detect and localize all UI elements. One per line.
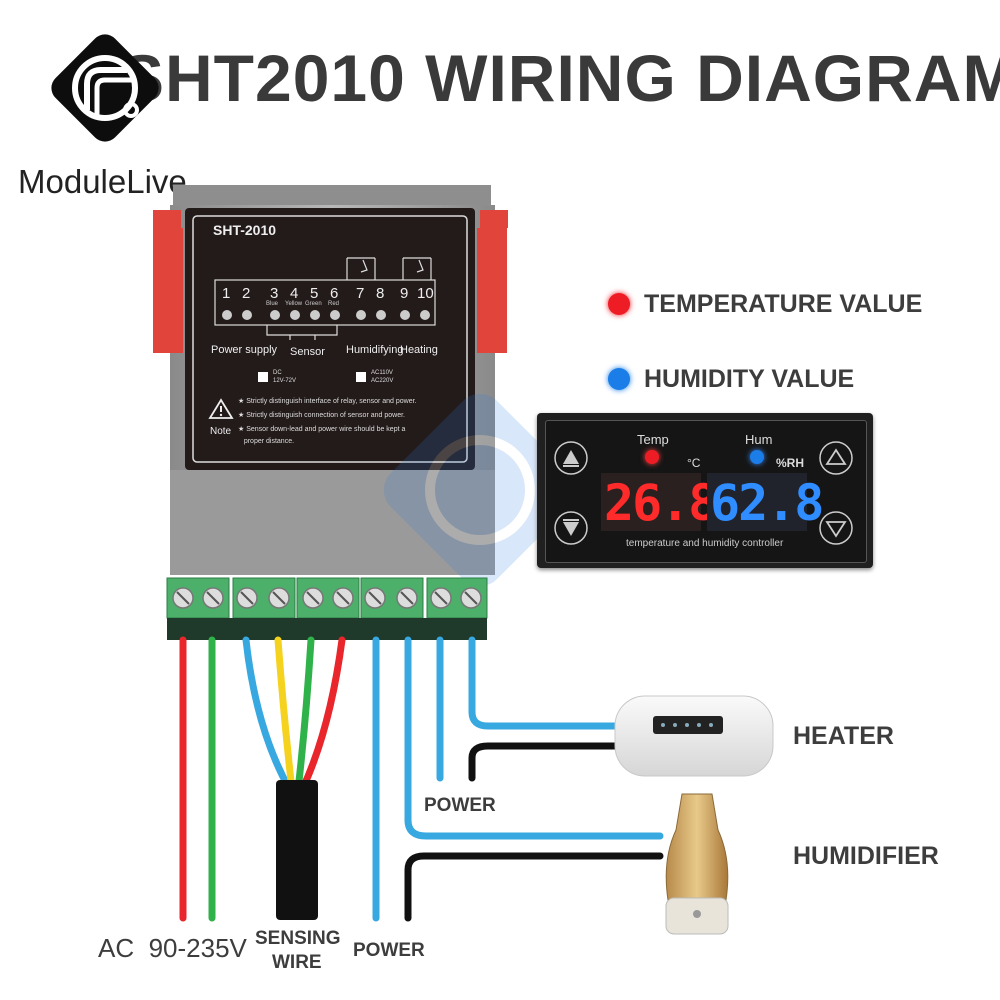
right-clip: [477, 228, 507, 353]
down-button-left[interactable]: [553, 510, 589, 546]
terminal-9: 9: [400, 285, 409, 302]
humidifier-blue-wire: [404, 636, 664, 840]
sensor-green-wire: [294, 636, 315, 794]
watermark-logo-icon: [383, 393, 577, 587]
group-heating: Heating: [400, 344, 438, 356]
wire-color-blue: Blue: [266, 301, 279, 307]
up-button-right[interactable]: [818, 440, 854, 476]
humidifier-image: [665, 793, 729, 935]
terminal-3: 3: [270, 285, 279, 302]
group-humidifying: Humidifying: [346, 344, 404, 356]
terminal-6: 6: [330, 285, 339, 302]
heater-blue-wire: [468, 636, 624, 730]
terminal-block-diagram: [214, 257, 436, 340]
up-button-left[interactable]: [553, 440, 589, 476]
temp-unit: °C: [687, 456, 701, 470]
ac-voltage-label: AC 90-235V: [98, 933, 247, 963]
sensor-yellow-wire: [274, 636, 296, 794]
heater-black-wire: [468, 742, 624, 782]
terminal-10: 10: [417, 285, 434, 302]
terminal-7: 7: [356, 285, 365, 302]
sensor-blue-wire: [242, 636, 294, 794]
terminal-4: 4: [290, 285, 299, 302]
terminal-2: 2: [242, 285, 251, 302]
supply-ac: AC110V AC220V: [371, 370, 394, 384]
wire-color-yellow: Yellow: [285, 301, 303, 307]
humidifier-label: HUMIDIFIER: [793, 842, 939, 870]
left-clip-top: [153, 210, 181, 228]
page-title: SHT2010 WIRING DIAGRAM: [120, 41, 1000, 115]
right-clip-top: [480, 210, 508, 228]
warning-icon: [208, 398, 234, 419]
sensing-cable: [276, 780, 318, 920]
device-model: SHT-2010: [213, 222, 277, 238]
display-caption: temperature and humidity controller: [626, 538, 784, 549]
group-power-supply: Power supply: [211, 344, 278, 356]
group-sensor: Sensor: [290, 346, 325, 358]
supply-dc: DC 12V-72V: [273, 370, 297, 384]
display-face: [545, 420, 867, 563]
sensing-label-line2: WIRE: [272, 952, 322, 973]
temp-indicator: [645, 450, 659, 464]
hum-label: Hum: [745, 432, 773, 447]
hum-unit: %RH: [776, 456, 805, 470]
brand-name-part1: Module: [18, 163, 127, 200]
hum-value: 62.8: [710, 474, 824, 532]
power-mid-label: POWER: [424, 795, 496, 816]
hum-indicator: [750, 450, 764, 464]
temp-value: 26.8: [604, 474, 718, 532]
temp-label: Temp: [637, 432, 669, 447]
temp-legend-label: TEMPERATURE VALUE: [644, 290, 923, 318]
dc-checkbox: [258, 372, 268, 382]
ac-checkbox: [356, 372, 366, 382]
left-clip: [153, 228, 183, 353]
wire-color-red: Red: [328, 301, 340, 307]
hum-segment-display: [707, 473, 807, 531]
brand-logo-icon: [51, 34, 159, 142]
hum-legend-label: HUMIDITY VALUE: [644, 365, 855, 393]
sensor-red-wire: [298, 636, 346, 794]
down-button-right[interactable]: [818, 510, 854, 546]
terminal-5: 5: [310, 285, 319, 302]
sensing-label-line1: SENSING: [255, 928, 341, 949]
note-line-2: ★ Strictly distinguish connection of sen…: [238, 412, 405, 419]
note-line-1: ★ Strictly distinguish interface of rela…: [238, 398, 417, 405]
heater-image: [614, 695, 774, 777]
heater-label: HEATER: [793, 722, 894, 750]
note-label: Note: [210, 426, 232, 437]
brand-name: ModuleLive: [18, 163, 187, 201]
hum-legend-dot: [608, 368, 630, 390]
note-line-4: proper distance.: [238, 438, 295, 445]
humidifier-black-wire: [404, 852, 664, 922]
power-bottom-label: POWER: [353, 940, 425, 961]
temp-legend-dot: [608, 293, 630, 315]
terminal-8: 8: [376, 285, 385, 302]
terminal-blocks: [166, 577, 488, 640]
wire-color-green: Green: [305, 301, 322, 307]
terminal-1: 1: [222, 285, 231, 302]
note-line-3: ★ Sensor down-lead and power wire should…: [238, 426, 406, 433]
temp-segment-display: [601, 473, 701, 531]
